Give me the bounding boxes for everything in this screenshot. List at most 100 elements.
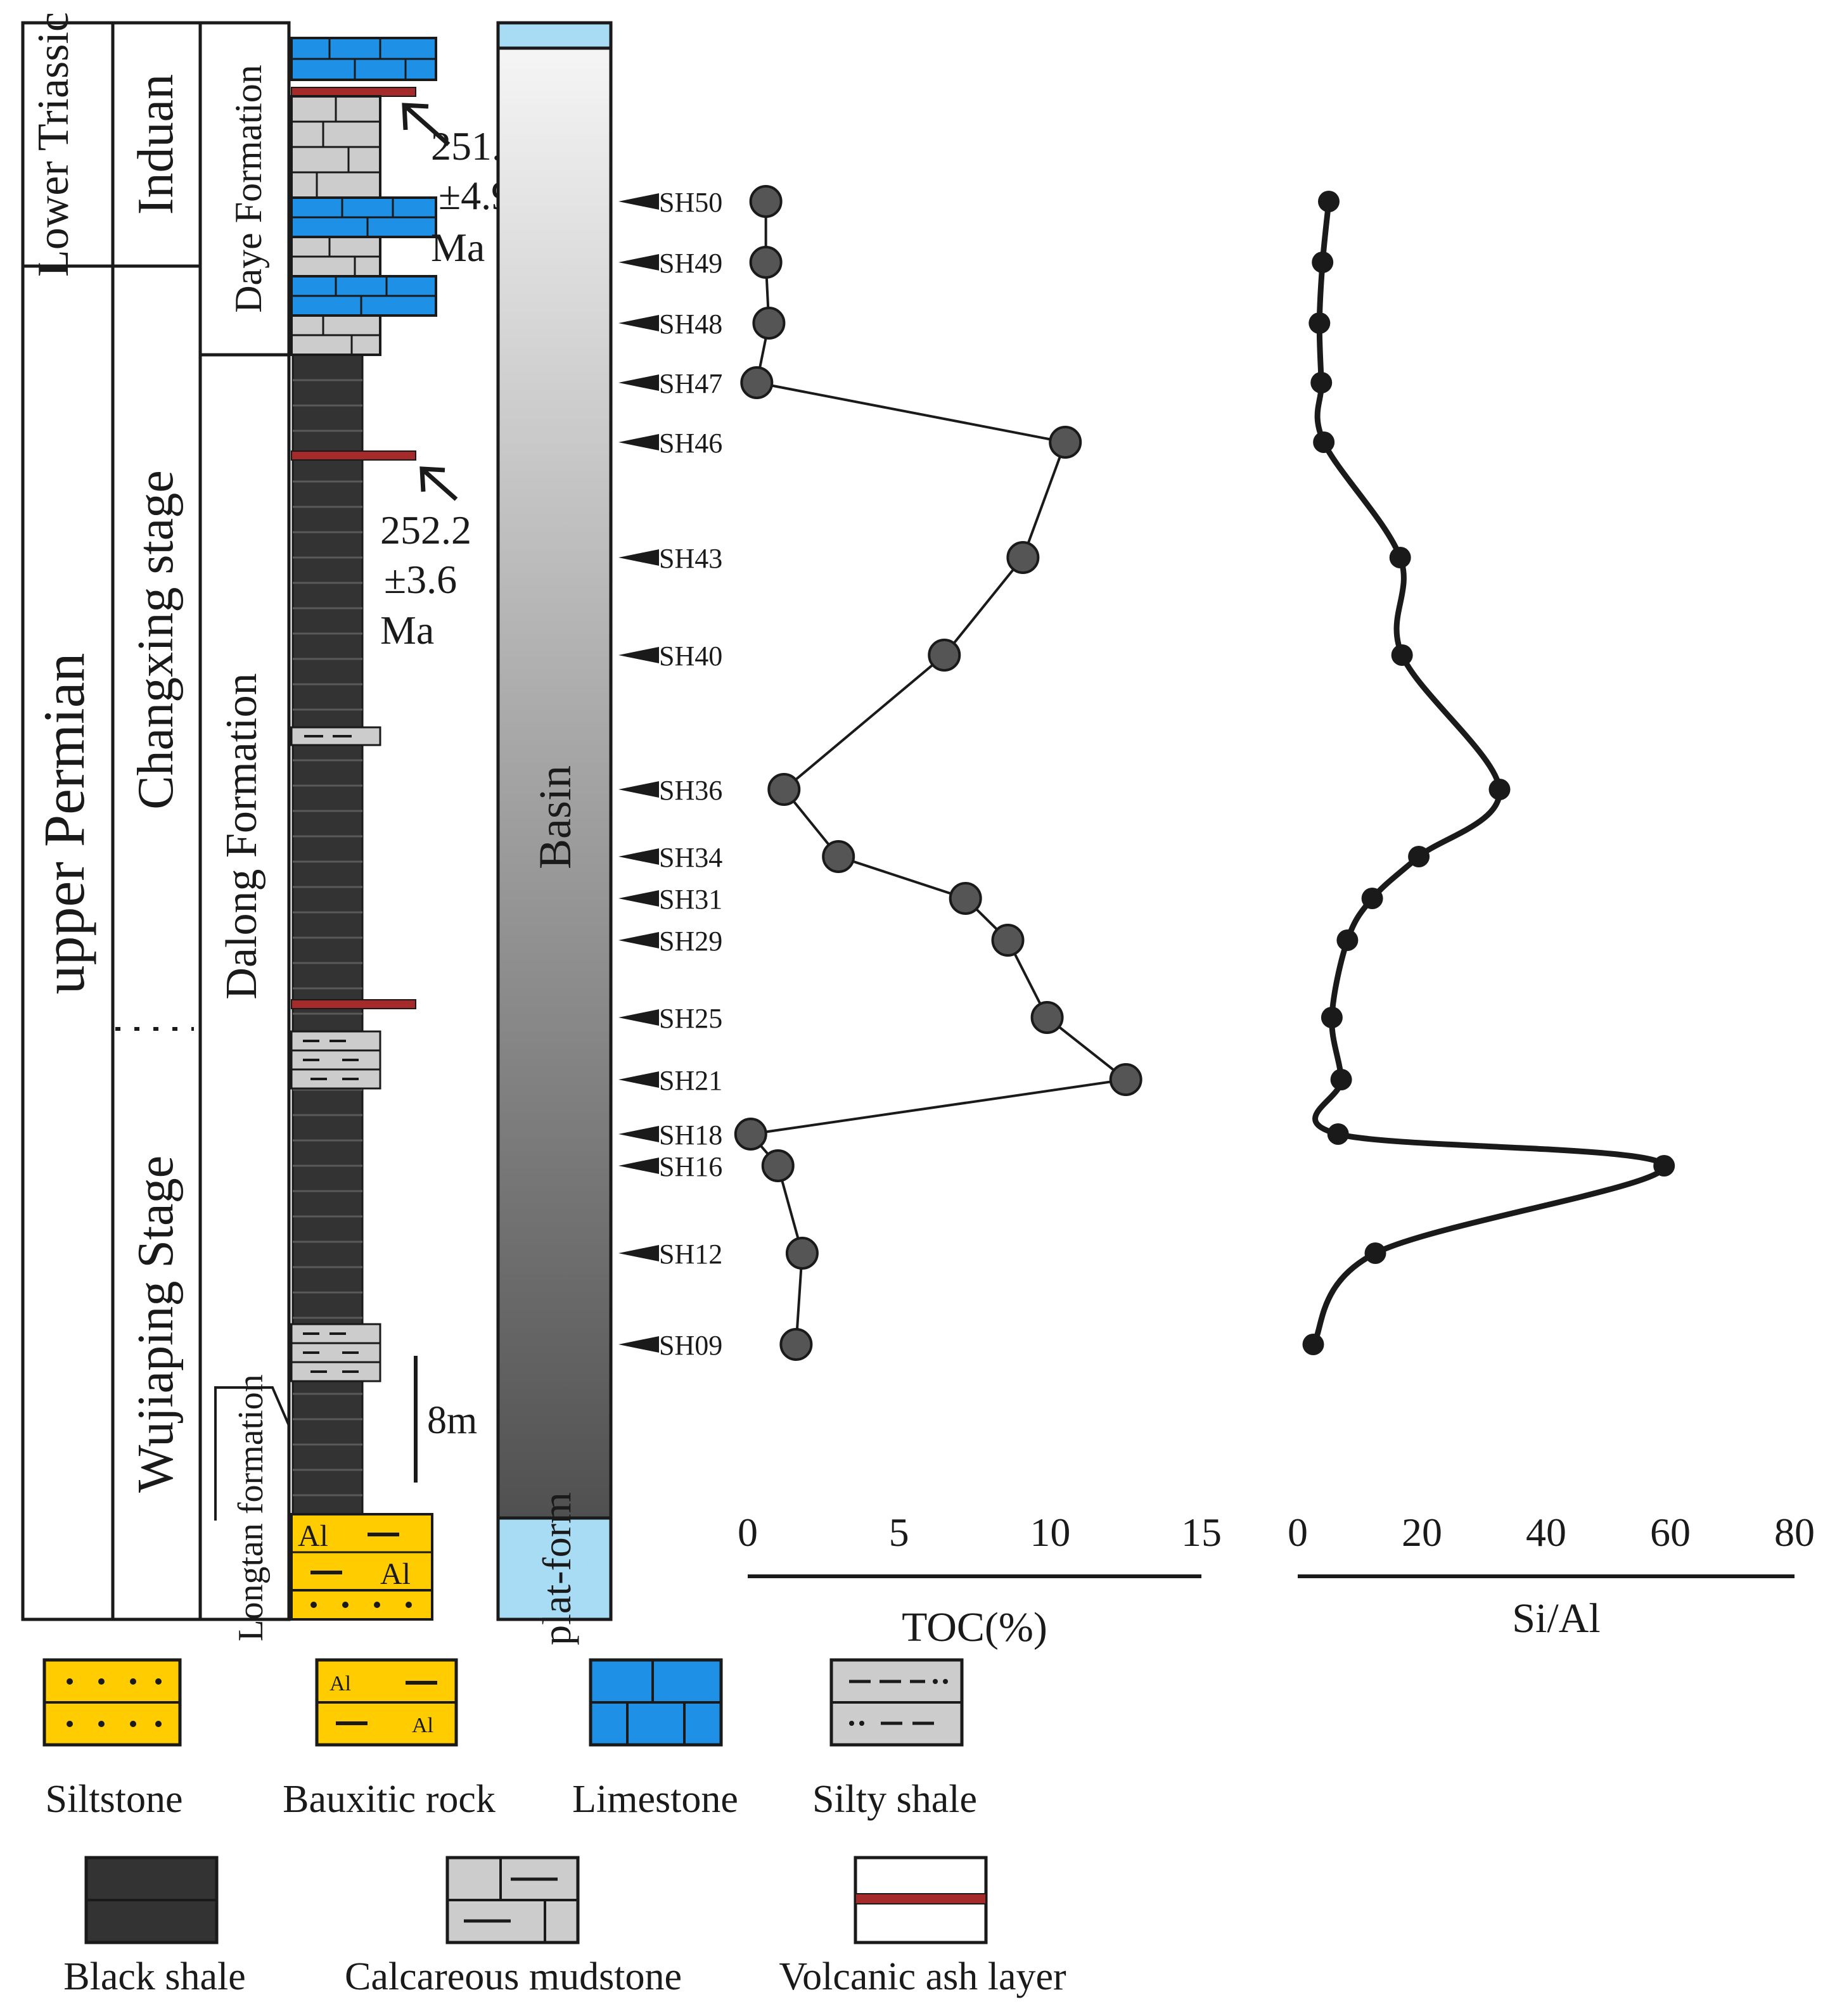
sample-label: SH47: [659, 368, 722, 399]
basin-label: Basin: [530, 765, 580, 869]
sample-marker-icon: [618, 1336, 659, 1353]
sample-label: SH12: [659, 1239, 722, 1270]
toc-axis-label: TOC(%): [902, 1604, 1047, 1650]
sample-label: SH29: [659, 926, 722, 957]
toc-data-point: [752, 307, 786, 340]
sial-data-point: [1321, 1007, 1343, 1028]
sample-label: SH16: [659, 1151, 722, 1182]
volcanic-ash-middle: [291, 450, 416, 461]
formation-dalong-label: Dalong Formation: [217, 673, 266, 999]
stage-changxing-label: Changxing stage: [128, 470, 184, 809]
toc-series-line: [748, 201, 1129, 1345]
sample-label: SH40: [659, 641, 722, 672]
sample-marker-icon: [618, 781, 659, 798]
calcareous-mudstone-bed: [290, 95, 381, 199]
toc-data-point: [1006, 541, 1040, 574]
sample-label: SH21: [659, 1065, 722, 1096]
stage-induan-label: Induan: [128, 74, 184, 215]
legend-label: Black shale: [63, 1955, 246, 1998]
platform-interval: [496, 1516, 613, 1621]
sial-tick-label: 0: [1288, 1510, 1308, 1555]
al-label: Al: [330, 1672, 351, 1695]
sample-label: SH31: [659, 884, 722, 915]
sial-tick-label: 80: [1774, 1510, 1815, 1555]
toc-data-point: [1049, 426, 1082, 459]
legend-calcareous-mudstone-swatch: [445, 1856, 580, 1944]
sample-label: SH50: [659, 187, 722, 218]
scale-bar-label: 8m: [427, 1399, 477, 1442]
legend-label: Volcanic ash layer: [779, 1955, 1066, 1998]
age-annotation-lower: 252.2 ±3.6 Ma: [380, 466, 471, 653]
sial-data-point: [1310, 372, 1333, 393]
toc-data-point: [785, 1237, 819, 1270]
sample-label: SH48: [659, 309, 722, 340]
sial-data-point: [1361, 888, 1383, 909]
toc-data-point: [767, 773, 801, 806]
legend-volcanic-ash-swatch: [854, 1856, 988, 1944]
sial-tick-label: 40: [1526, 1510, 1566, 1555]
sample-marker-icon: [618, 1071, 659, 1088]
toc-data-point: [1030, 1001, 1064, 1034]
toc-data-point: [928, 639, 961, 672]
sedimentary-environment-column: Basin plat-form: [496, 21, 613, 1645]
toc-data-point: [949, 882, 982, 915]
sial-tick-label: 20: [1402, 1510, 1442, 1555]
sample-label: SH09: [659, 1330, 722, 1361]
toc-tick-label: 10: [1030, 1510, 1070, 1555]
sample-marker-icon: [618, 932, 659, 948]
volcanic-ash-lower: [291, 999, 416, 1009]
legend-black-shale-swatch: [84, 1856, 219, 1944]
formation-daye-label: Daye Formation: [227, 65, 269, 313]
sample-marker-icon: [618, 1009, 659, 1026]
sample-marker-icon: [618, 193, 659, 210]
toc-data-point: [761, 1149, 795, 1182]
al-label: Al: [412, 1714, 433, 1737]
scale-bar: 8m: [414, 1356, 477, 1483]
toc-data-point: [991, 924, 1025, 957]
silty-shale-bed: [290, 1323, 381, 1382]
sial-data-point: [1364, 1242, 1386, 1264]
legend-label: Bauxitic rock: [283, 1778, 496, 1821]
toc-data-point: [822, 840, 855, 873]
sample-marker-icon: [618, 647, 659, 663]
sial-tick-label: 60: [1650, 1510, 1691, 1555]
al-label: Al: [298, 1519, 328, 1553]
silty-shale-bed: [290, 726, 381, 746]
toc-data-point: [779, 1328, 813, 1361]
stratigraphy-table: [21, 21, 291, 1621]
legend-silty-shale-swatch: [829, 1658, 964, 1747]
lithology-column: Al Al: [290, 37, 437, 1621]
legend: Al Al: [42, 1658, 1066, 1998]
platform-label: plat-form: [534, 1492, 579, 1645]
toc-data-point: [734, 1118, 767, 1151]
toc-tick-label: 0: [738, 1510, 758, 1555]
sial-data-point: [1336, 929, 1359, 951]
sial-axis-label: Si/Al: [1512, 1595, 1600, 1642]
sample-marker-icon: [618, 374, 659, 391]
volcanic-ash-upper: [291, 87, 416, 97]
system-upper-permian-label: upper Permian: [32, 653, 96, 994]
sial-data-point: [1488, 779, 1511, 800]
sial-data-point: [1389, 547, 1411, 568]
al-label: Al: [380, 1557, 411, 1591]
sample-label: SH18: [659, 1120, 722, 1151]
sial-data-point: [1327, 1123, 1349, 1145]
age-lower-unit: Ma: [380, 608, 434, 653]
legend-label: Siltstone: [45, 1778, 182, 1821]
legend-siltstone-swatch: [42, 1658, 182, 1747]
calcareous-mudstone-bed: [290, 236, 381, 278]
sample-label: SH25: [659, 1003, 722, 1034]
toc-data-point: [1109, 1063, 1142, 1096]
sample-marker-icon: [618, 1158, 659, 1174]
basin-interval: [496, 46, 613, 1520]
sial-data-point: [1653, 1155, 1675, 1177]
sial-data-point: [1302, 1334, 1324, 1355]
sample-marker-icon: [618, 848, 659, 865]
silty-shale-bed: [290, 1030, 381, 1090]
legend-bauxitic-swatch: Al Al: [315, 1658, 458, 1747]
sample-label: SH43: [659, 543, 722, 574]
toc-data-point: [740, 366, 774, 399]
